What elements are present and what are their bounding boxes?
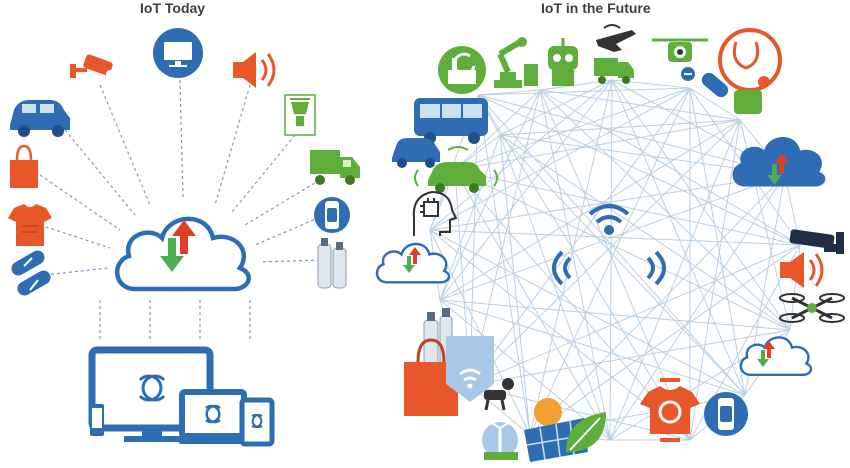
tablet-icon xyxy=(239,397,275,447)
future-smartwatch-icon xyxy=(704,392,748,436)
mesh-link xyxy=(499,134,611,441)
leaf-icon xyxy=(566,412,606,452)
mesh-link xyxy=(429,87,691,231)
robot-icon xyxy=(548,38,578,86)
mesh-link xyxy=(499,79,613,136)
mesh-link xyxy=(439,134,501,301)
security-camera-icon xyxy=(70,54,114,78)
future-speaker-icon xyxy=(780,252,824,288)
connected-car-icon xyxy=(414,146,498,193)
mesh-link xyxy=(477,87,691,96)
mesh-link xyxy=(439,299,791,331)
mesh-link xyxy=(539,89,801,246)
mesh-link xyxy=(499,119,741,136)
mesh-link xyxy=(454,169,801,246)
drone-camera-icon xyxy=(652,38,708,81)
phone-icon xyxy=(90,404,104,436)
mesh-link xyxy=(499,134,531,436)
laptop-icon xyxy=(174,389,252,444)
mesh-link xyxy=(477,94,691,441)
mesh-link xyxy=(469,119,741,386)
healthcare-icon xyxy=(701,28,782,114)
mesh-link xyxy=(529,79,613,436)
bottles-icon xyxy=(317,238,347,289)
future-security-camera-icon xyxy=(789,229,844,254)
today-cloud xyxy=(117,219,249,289)
mesh-link xyxy=(439,119,741,301)
mesh-link xyxy=(609,174,786,441)
future-mesh-network xyxy=(429,79,801,441)
car-icon xyxy=(10,100,70,137)
mesh-link xyxy=(529,244,801,436)
wind-turbine-icon xyxy=(482,421,518,460)
mesh-link xyxy=(539,89,791,331)
pills-icon xyxy=(11,250,51,296)
wifi-signal-icon xyxy=(552,204,666,286)
mesh-link xyxy=(499,134,746,396)
smart-tag-icon xyxy=(446,336,494,402)
future-cloud-left xyxy=(375,242,451,284)
today-dashed-connectors xyxy=(39,79,326,340)
drone-icon xyxy=(779,293,845,323)
shopping-bag-icon xyxy=(10,144,38,188)
mesh-link xyxy=(529,87,691,436)
mesh-link xyxy=(454,89,541,171)
mesh-link xyxy=(439,299,611,441)
future-t-shirt-icon xyxy=(640,378,700,442)
ai-head-icon xyxy=(412,190,458,236)
mesh-link xyxy=(469,244,801,386)
smartwatch-icon xyxy=(314,197,350,233)
mesh-link xyxy=(439,299,746,396)
mesh-link xyxy=(429,174,786,231)
recycling-factory-icon xyxy=(438,46,486,94)
mesh-link xyxy=(454,169,791,331)
heading-iot-today: IoT Today xyxy=(140,0,206,16)
mesh-link xyxy=(429,229,801,246)
mesh-link xyxy=(439,89,541,301)
mesh-link xyxy=(429,79,613,231)
mesh-link xyxy=(611,79,746,396)
speaker-icon xyxy=(233,52,276,88)
mesh-link xyxy=(454,87,691,171)
future-cloud-right xyxy=(739,336,813,376)
mesh-link xyxy=(454,169,611,441)
mesh-link xyxy=(429,229,746,396)
mesh-link xyxy=(469,329,791,386)
mesh-link xyxy=(539,89,611,441)
bus-icon xyxy=(414,98,488,144)
mesh-link xyxy=(609,119,741,441)
mesh-link xyxy=(689,87,741,121)
plane-truck-icon xyxy=(594,24,636,84)
mesh-link xyxy=(477,94,531,436)
robot-arm-icon xyxy=(494,37,538,88)
robot-dog-icon xyxy=(484,378,514,411)
mesh-link xyxy=(499,134,791,331)
mesh-link xyxy=(539,89,691,441)
heading-iot-future: IoT in the Future xyxy=(541,0,651,16)
delivery-truck-icon xyxy=(310,150,360,185)
future-car-icon xyxy=(392,138,440,168)
t-shirt-icon xyxy=(8,204,52,246)
mesh-link xyxy=(439,79,613,301)
future-cloud-large xyxy=(732,136,826,187)
light-bulb-icon xyxy=(284,94,316,136)
monitor-icon xyxy=(153,28,203,78)
